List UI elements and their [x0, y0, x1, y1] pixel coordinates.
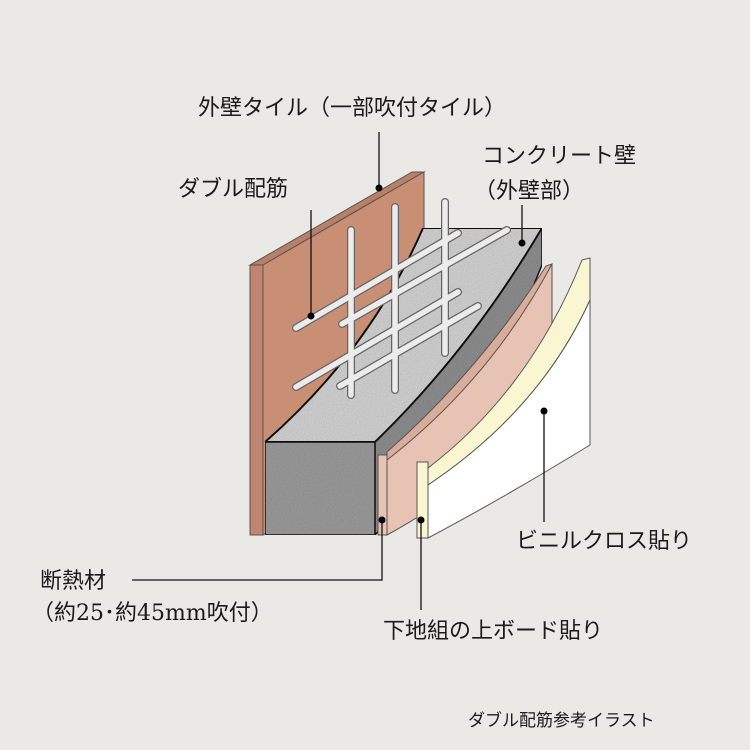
label-concrete-wall-sub: （外壁部） [474, 179, 584, 204]
caption: ダブル配筋参考イラスト [468, 710, 655, 731]
double-rebar-highlight [293, 199, 510, 398]
concrete-wall-block [262, 225, 544, 537]
label-insulation-sub: （約25･約45mm吹付） [32, 601, 273, 626]
label-insulation: 断熱材 [40, 569, 106, 594]
label-concrete-wall: コンクリート壁 [482, 144, 636, 169]
label-double-rebar: ダブル配筋 [178, 177, 288, 202]
label-vinyl-cloth: ビニルクロス貼り [516, 529, 692, 554]
label-exterior-tile: 外壁タイル（一部吹付タイル） [198, 96, 506, 121]
vinyl-cloth-surface [427, 299, 591, 539]
label-board: 下地組の上ボード貼り [383, 619, 603, 644]
leader-lines [132, 132, 548, 610]
